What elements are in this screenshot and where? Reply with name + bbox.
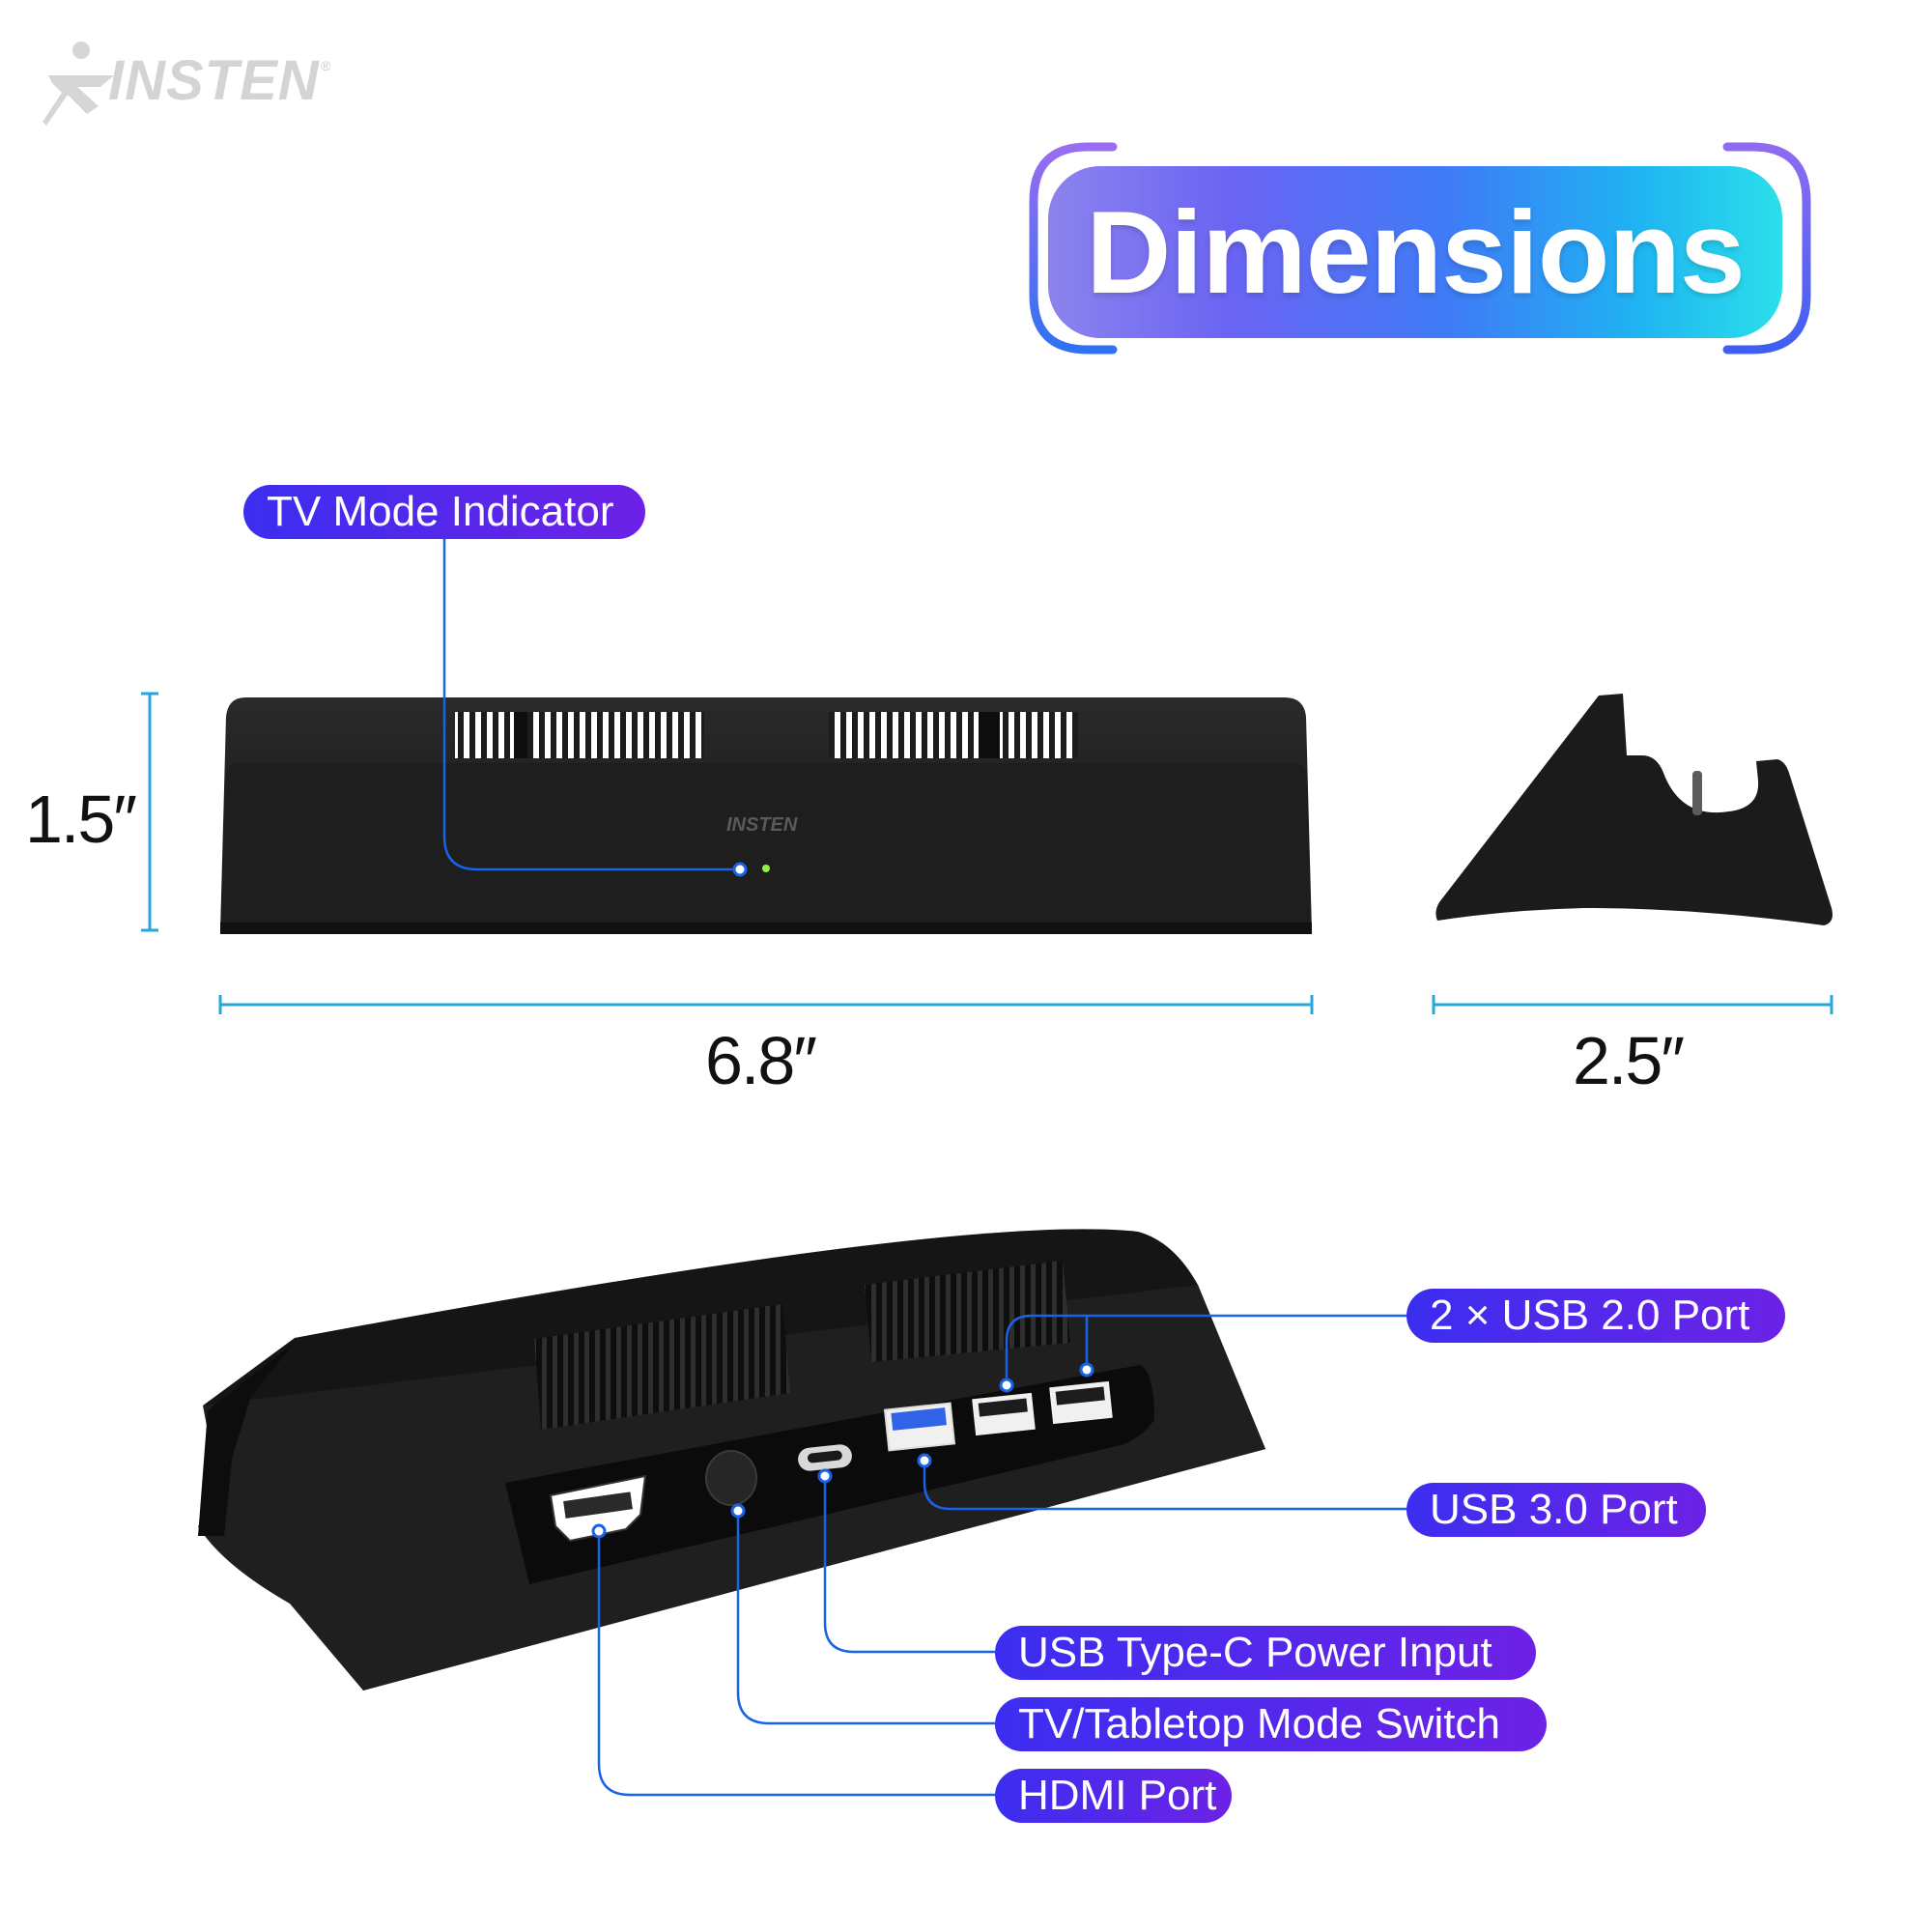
registered-mark: ® bbox=[321, 58, 331, 73]
insten-logo-icon bbox=[43, 42, 114, 126]
brand-name: INSTEN bbox=[108, 49, 320, 112]
callout-lines bbox=[442, 522, 1408, 1797]
gradient-title-badge bbox=[1029, 142, 1811, 355]
page-title: Dimensions bbox=[1086, 186, 1746, 318]
callout-dots bbox=[591, 862, 1094, 1539]
device-logo: INSTEN bbox=[726, 814, 798, 836]
dock-front-view bbox=[220, 697, 1312, 934]
dimension-lines bbox=[141, 692, 1833, 1014]
callout-tv-mode-indicator: TV Mode Indicator bbox=[243, 485, 645, 539]
depth-dimension-label: 2.5″ bbox=[1573, 1023, 1685, 1098]
callout-usb2-ports: 2 × USB 2.0 Port bbox=[1406, 1289, 1785, 1343]
title-badge-fill bbox=[1048, 166, 1782, 338]
callout-usb3-port: USB 3.0 Port bbox=[1406, 1483, 1706, 1537]
vent-grille-right bbox=[829, 712, 1078, 758]
width-dimension-label: 6.8″ bbox=[705, 1023, 817, 1098]
dock-side-view bbox=[1435, 694, 1833, 925]
vent-grille-left bbox=[455, 712, 704, 758]
callout-hdmi-port: HDMI Port bbox=[995, 1769, 1232, 1823]
dock-perspective-view bbox=[198, 1229, 1265, 1690]
mode-switch-button bbox=[705, 1450, 757, 1506]
callout-usb-c-power: USB Type-C Power Input bbox=[995, 1626, 1536, 1680]
height-dimension-label: 1.5″ bbox=[25, 781, 137, 857]
callout-mode-switch: TV/Tabletop Mode Switch bbox=[995, 1697, 1547, 1751]
indicator-led bbox=[762, 865, 770, 872]
